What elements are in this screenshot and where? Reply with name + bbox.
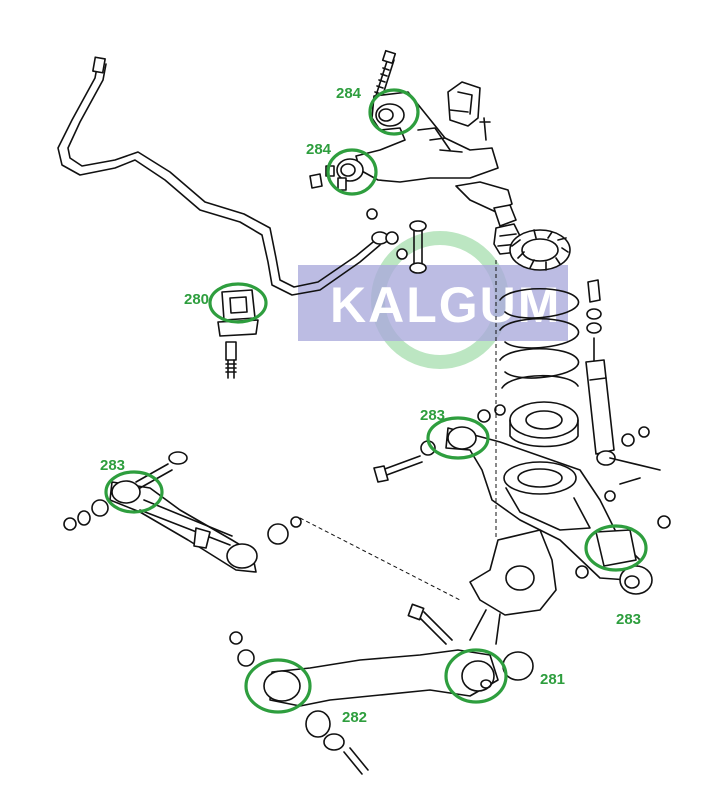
watermark: KALGUM xyxy=(298,231,568,369)
highlight-ring[interactable] xyxy=(244,658,312,714)
steering-knuckle xyxy=(469,529,557,645)
upper-control-arm xyxy=(309,81,517,227)
highlight-ring[interactable] xyxy=(104,470,164,514)
callout-label: 281 xyxy=(540,671,565,688)
watermark-text: KALGUM xyxy=(330,277,561,333)
highlight-ring[interactable] xyxy=(208,282,268,324)
callout-label: 283 xyxy=(616,611,641,628)
highlight-ring[interactable] xyxy=(426,416,490,460)
highlight-ring[interactable] xyxy=(444,648,508,704)
highlight-ring[interactable] xyxy=(326,148,378,196)
callout-label: 283 xyxy=(100,457,125,474)
callout-labels: 284 284 280 283 283 283 281 282 xyxy=(100,85,641,726)
callout-label: 283 xyxy=(420,407,445,424)
stabilizer-bushing-280 xyxy=(217,289,259,379)
callout-label: 284 xyxy=(306,141,332,158)
shock-absorber xyxy=(585,279,661,485)
highlights xyxy=(104,88,648,714)
trailing-link xyxy=(63,451,302,573)
callout-label: 282 xyxy=(342,709,367,726)
watermark-box xyxy=(298,265,568,341)
coil-spring xyxy=(499,229,580,448)
highlight-ring[interactable] xyxy=(368,88,420,136)
callout-label: 280 xyxy=(184,291,209,308)
stabilizer-bar xyxy=(57,56,389,296)
highlight-ring[interactable] xyxy=(584,524,648,572)
lower-rear-arm xyxy=(229,603,534,775)
guide-lines xyxy=(299,260,497,601)
lower-control-arm xyxy=(373,404,671,595)
stabilizer-link xyxy=(366,208,427,274)
callout-label: 284 xyxy=(336,85,362,102)
